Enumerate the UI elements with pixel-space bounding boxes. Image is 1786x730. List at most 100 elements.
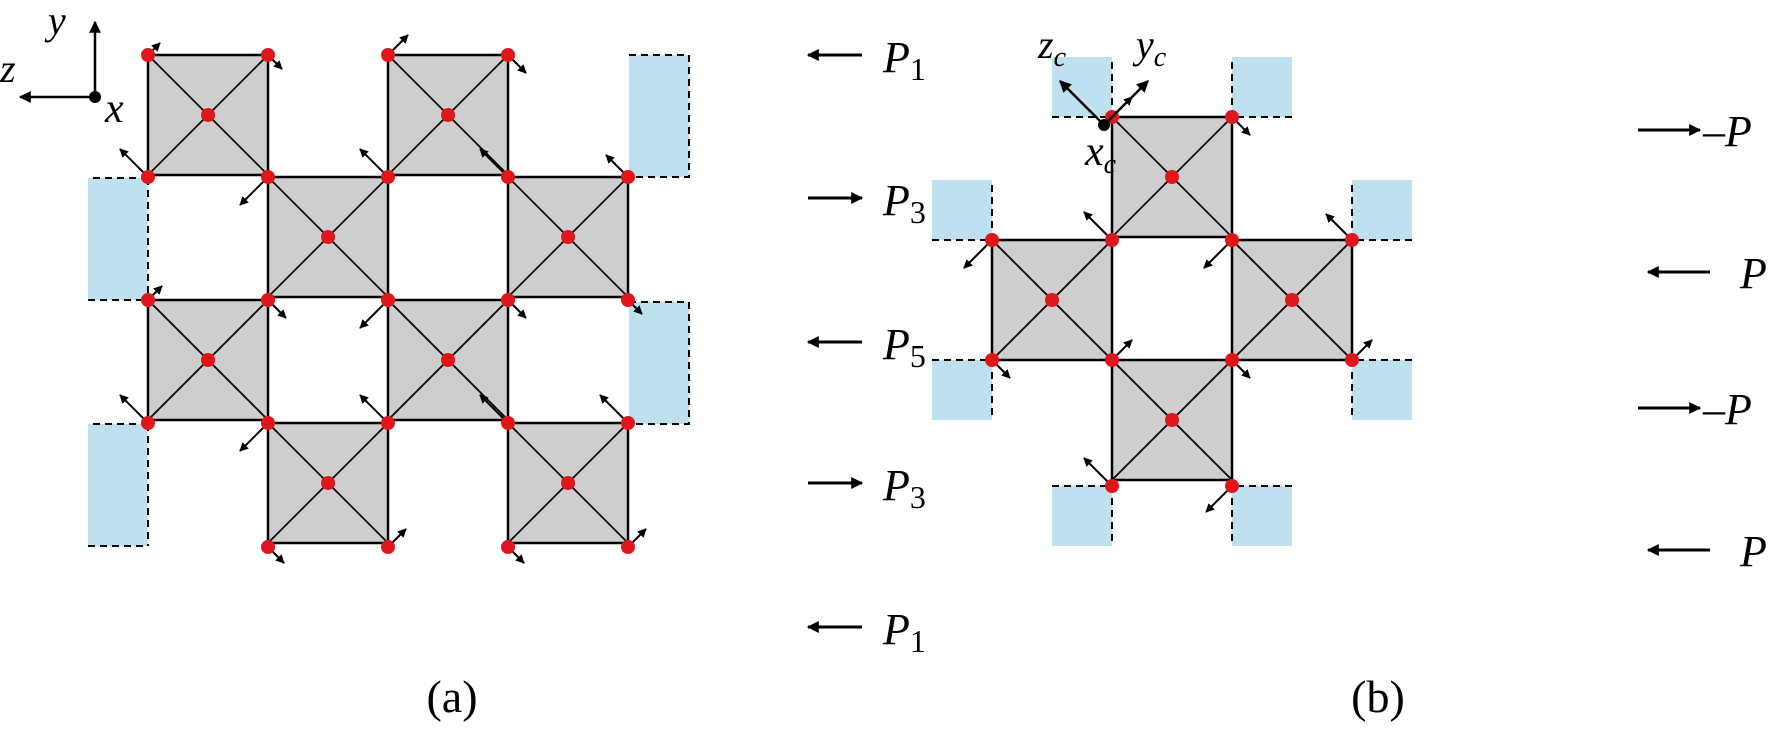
boundary-cells [88, 54, 690, 547]
panel-b: zc yc xc –P P –P P (b) [932, 22, 1767, 722]
atom [1225, 353, 1239, 367]
row-2-symbol: P [882, 176, 910, 225]
svg-text:P1: P1 [882, 605, 926, 659]
boundary-cell [1352, 360, 1412, 420]
boundary-cell [932, 180, 992, 240]
axis-x-label: x [1084, 129, 1104, 175]
atom [561, 230, 575, 244]
atom [985, 353, 999, 367]
caption-a: (a) [426, 671, 477, 722]
atom [501, 293, 515, 307]
atoms-layer [985, 110, 1359, 493]
row-b-3-label: –P [1702, 385, 1752, 434]
boundary-cell [88, 424, 148, 546]
atom [985, 233, 999, 247]
svg-text:P3: P3 [882, 461, 926, 515]
label-row-3: P5 [806, 320, 926, 374]
atom [1225, 110, 1239, 124]
boundary-cell [1232, 57, 1292, 117]
atom [561, 476, 575, 490]
row-b-4-label: P [1739, 527, 1767, 576]
panel-a: y z x P1 P3 P5 P3 P1 [0, 0, 926, 722]
boundary-dash [88, 177, 148, 301]
atom [1225, 479, 1239, 493]
boundary-dash [629, 301, 690, 425]
axes-a: y z x [0, 0, 124, 132]
atom [621, 170, 635, 184]
atom [141, 416, 155, 430]
boundary-cell [932, 360, 992, 420]
svg-text:zc: zc [1037, 22, 1067, 73]
atom [1225, 233, 1239, 247]
atom [621, 416, 635, 430]
boundary-cell [88, 178, 148, 300]
atom [1045, 293, 1059, 307]
axes-b: zc yc xc [1037, 22, 1167, 180]
atom [261, 540, 275, 554]
axis-z-sub: c [1054, 42, 1067, 73]
label-b-row-4: P [1646, 527, 1767, 576]
row-5-subscript: 1 [910, 623, 926, 659]
row-3-subscript: 5 [910, 338, 926, 374]
boundary-dash [629, 54, 690, 178]
axis-x-label: x [104, 86, 124, 132]
axis-y-label: y [44, 0, 66, 43]
atom [381, 48, 395, 62]
atom [201, 353, 215, 367]
atoms-layer [141, 48, 635, 554]
atom [381, 170, 395, 184]
atom [141, 293, 155, 307]
atom [141, 48, 155, 62]
axis-z-label: z [0, 46, 16, 91]
boundary-cell [1052, 486, 1112, 546]
atom [381, 540, 395, 554]
axis-xc-dot [1098, 119, 1110, 131]
atom [621, 540, 635, 554]
row-5-symbol: P [882, 605, 910, 654]
boundary-dash [88, 423, 148, 547]
svg-text:xc: xc [1084, 129, 1117, 180]
atom [141, 170, 155, 184]
atom [501, 170, 515, 184]
atom [381, 293, 395, 307]
atom [1105, 479, 1119, 493]
atom [1105, 353, 1119, 367]
svg-text:P5: P5 [882, 320, 926, 374]
label-row-1: P1 [806, 33, 926, 87]
atom [1345, 353, 1359, 367]
atom [1165, 413, 1179, 427]
boundary-cell [629, 55, 689, 177]
polarization-labels-b: –P P –P P [1638, 107, 1767, 576]
label-b-row-1: –P [1638, 107, 1752, 156]
atom [1345, 233, 1359, 247]
atom [321, 476, 335, 490]
boundary-cells [932, 57, 1412, 546]
atom [201, 108, 215, 122]
atom [501, 48, 515, 62]
row-1-symbol: P [882, 33, 910, 82]
row-3-symbol: P [882, 320, 910, 369]
atom [501, 416, 515, 430]
atom [321, 230, 335, 244]
svg-text:yc: yc [1132, 22, 1167, 73]
label-row-5: P1 [806, 605, 926, 659]
svg-text:P3: P3 [882, 176, 926, 230]
label-b-row-3: –P [1638, 385, 1752, 434]
svg-text:P1: P1 [882, 33, 926, 87]
atom [621, 293, 635, 307]
polarization-labels-a: P1 P3 P5 P3 P1 [806, 33, 926, 659]
atom [261, 48, 275, 62]
atom [261, 170, 275, 184]
octahedron [146, 298, 270, 422]
label-row-4: P3 [808, 461, 926, 515]
row-4-symbol: P [882, 461, 910, 510]
boundary-cell [629, 302, 689, 424]
atom [1285, 293, 1299, 307]
row-b-1-label: –P [1702, 107, 1752, 156]
atom [1165, 170, 1179, 184]
atom [441, 108, 455, 122]
axis-z-label: z [1037, 22, 1054, 67]
axis-y-label: y [1132, 22, 1154, 67]
boundary-cell [1352, 180, 1412, 240]
